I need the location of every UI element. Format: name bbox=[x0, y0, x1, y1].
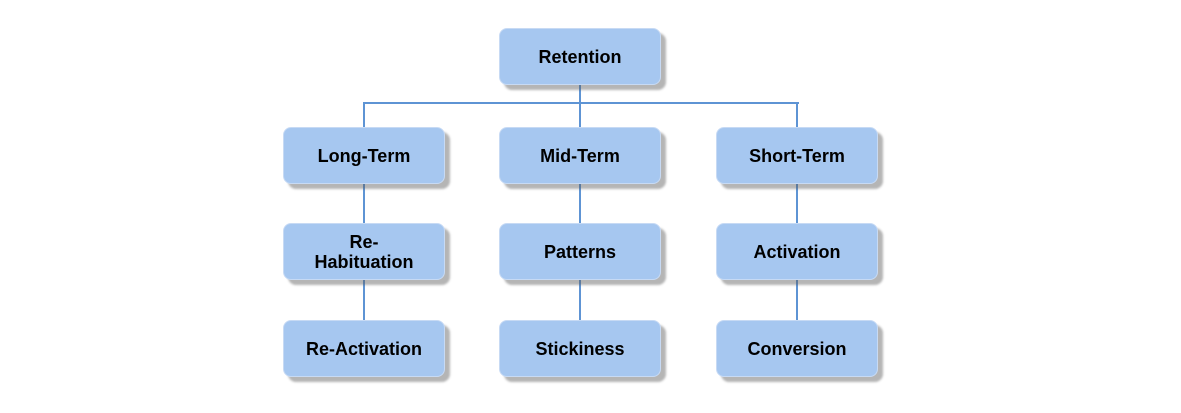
node-patterns[interactable]: Patterns bbox=[499, 223, 661, 280]
node-short-term[interactable]: Short-Term bbox=[716, 127, 878, 184]
node-activation[interactable]: Activation bbox=[716, 223, 878, 280]
node-label: Stickiness bbox=[535, 338, 625, 359]
node-mid-term[interactable]: Mid-Term bbox=[499, 127, 661, 184]
node-re-activation[interactable]: Re-Activation bbox=[283, 320, 445, 377]
node-label: Re-Activation bbox=[305, 338, 422, 359]
connector-bus-to-short-term bbox=[796, 102, 798, 127]
node-label: Re-Habituation bbox=[314, 231, 414, 272]
connector-long-term-re-habituation bbox=[363, 184, 365, 223]
connector-mid-term-patterns bbox=[579, 184, 581, 223]
node-label: Retention bbox=[538, 46, 622, 67]
connector-horizontal-bus bbox=[363, 102, 799, 104]
node-label: Short-Term bbox=[749, 145, 845, 166]
node-long-term[interactable]: Long-Term bbox=[283, 127, 445, 184]
connector-retention-drop bbox=[579, 85, 581, 104]
node-retention[interactable]: Retention bbox=[499, 28, 661, 85]
node-label: Mid-Term bbox=[540, 145, 620, 166]
node-label: Long-Term bbox=[317, 145, 411, 166]
connector-short-term-activation bbox=[796, 184, 798, 223]
connector-bus-to-long-term bbox=[363, 102, 365, 127]
node-stickiness[interactable]: Stickiness bbox=[499, 320, 661, 377]
node-label: Conversion bbox=[747, 338, 847, 359]
node-re-habituation[interactable]: Re-Habituation bbox=[283, 223, 445, 280]
node-label: Patterns bbox=[543, 241, 617, 262]
connector-activation-conversion bbox=[796, 280, 798, 320]
node-conversion[interactable]: Conversion bbox=[716, 320, 878, 377]
node-label: Activation bbox=[753, 241, 841, 262]
connector-patterns-stickiness bbox=[579, 280, 581, 320]
connector-bus-to-mid-term bbox=[579, 102, 581, 127]
connector-re-habituation-re-activation bbox=[363, 280, 365, 320]
